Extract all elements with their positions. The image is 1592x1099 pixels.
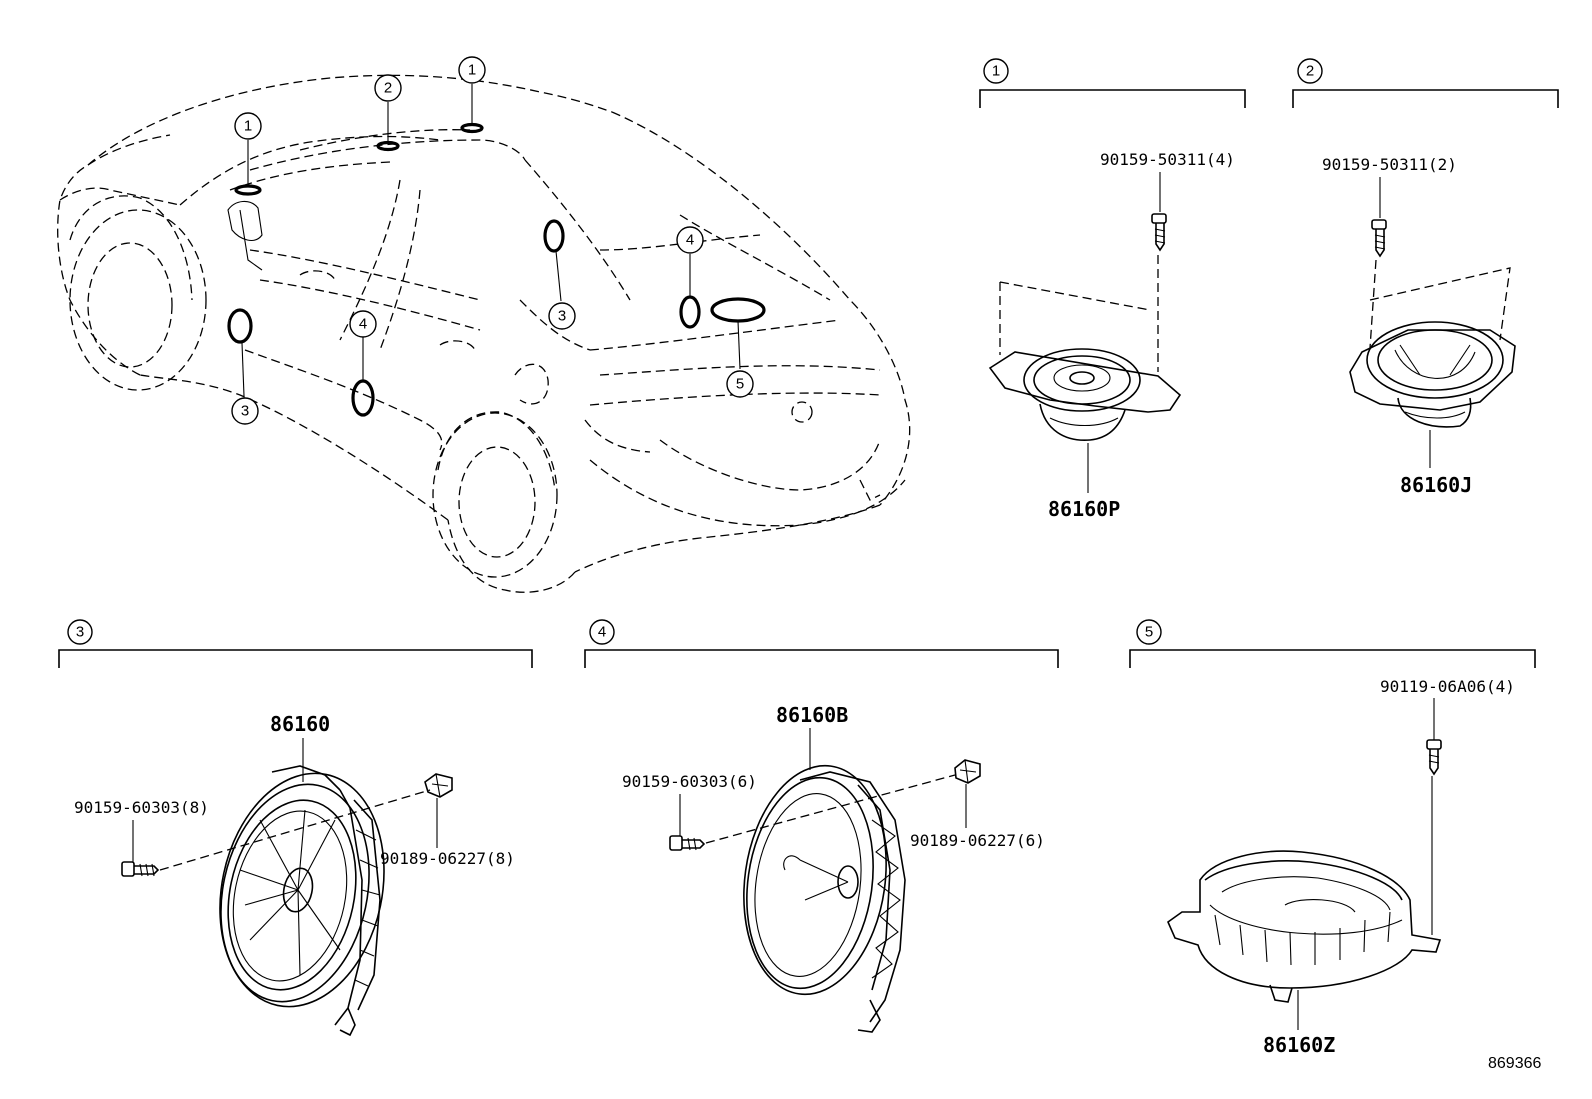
group-5-fastener-label: 90119-06A06(4) xyxy=(1380,677,1515,696)
car-callout-3b: 3 xyxy=(548,302,576,330)
group-2-bracket xyxy=(1292,89,1559,108)
car-callout-1b: 1 xyxy=(458,56,486,84)
group-5: 5 90119-06A06(4) 86160Z xyxy=(1129,619,1536,1057)
car-callout-4a: 4 xyxy=(349,310,377,338)
screw-icon xyxy=(1371,219,1387,258)
car-callout-3a: 3 xyxy=(231,397,259,425)
group-4-part-label: 86160B xyxy=(776,703,848,727)
group-3-bracket xyxy=(58,649,533,668)
group-2-badge xyxy=(1297,58,1323,84)
group-4-bracket xyxy=(584,649,1059,668)
group-4-badge-label: 4 xyxy=(598,624,606,641)
door-speaker-icon xyxy=(219,765,385,1037)
group-4-clip-label: 90189-06227(6) xyxy=(910,831,1045,850)
group-4-screw-label: 90159-60303(6) xyxy=(622,772,757,791)
group-2: 2 90159-50311(2) 86160J xyxy=(1292,58,1559,497)
group-3-screw-label: 90159-60303(8) xyxy=(74,798,209,817)
group-1: 1 90159-50311(4) 86160P xyxy=(979,58,1246,521)
group-3: 3 86160 90159-60303(8) 90189-06227(8) xyxy=(58,619,533,1037)
clip-icon xyxy=(954,759,981,784)
group-5-part-label: 86160Z xyxy=(1263,1033,1335,1057)
svg-text:5: 5 xyxy=(736,376,744,393)
screw-icon xyxy=(121,861,160,877)
midrange-speaker-icon xyxy=(1349,321,1516,428)
car-illustration xyxy=(57,74,911,593)
car-callout-1a: 1 xyxy=(234,112,262,140)
group-3-clip-label: 90189-06227(8) xyxy=(380,849,515,868)
group-1-badge-label: 1 xyxy=(992,63,1000,80)
group-5-bracket xyxy=(1129,649,1536,668)
screw-icon xyxy=(1151,213,1167,252)
group-1-part-label: 86160P xyxy=(1048,497,1120,521)
svg-text:1: 1 xyxy=(468,62,476,79)
svg-text:3: 3 xyxy=(558,308,566,325)
group-2-fastener-label: 90159-50311(2) xyxy=(1322,155,1457,174)
svg-text:4: 4 xyxy=(359,316,367,333)
group-5-badge xyxy=(1136,619,1162,645)
group-2-part-label: 86160J xyxy=(1400,473,1472,497)
group-1-fastener-label: 90159-50311(4) xyxy=(1100,150,1235,169)
car-callout-5: 5 xyxy=(726,370,754,398)
car-callout-2: 2 xyxy=(374,74,402,102)
car-callout-4b: 4 xyxy=(676,226,704,254)
group-3-badge xyxy=(67,619,93,645)
group-5-badge-label: 5 xyxy=(1145,624,1153,641)
svg-text:1: 1 xyxy=(244,118,252,135)
screw-icon xyxy=(669,835,706,851)
group-2-badge-label: 2 xyxy=(1306,63,1314,80)
subwoofer-speaker-icon xyxy=(1167,850,1442,1003)
group-3-badge-label: 3 xyxy=(76,624,84,641)
screw-icon xyxy=(1426,739,1442,776)
svg-text:2: 2 xyxy=(384,80,392,97)
group-3-part-label: 86160 xyxy=(270,712,330,736)
group-1-badge xyxy=(983,58,1009,84)
tweeter-speaker-icon xyxy=(988,348,1182,441)
svg-text:3: 3 xyxy=(241,403,249,420)
group-4-badge xyxy=(589,619,615,645)
diagram-reference: 869366 xyxy=(1488,1055,1541,1072)
svg-text:4: 4 xyxy=(686,232,694,249)
clip-icon xyxy=(424,773,453,798)
group-1-bracket xyxy=(979,89,1246,108)
group-4: 4 86160B 90159-60303(6) 90189-06227(6) xyxy=(584,619,1059,1033)
door-speaker-icon xyxy=(743,764,906,1033)
